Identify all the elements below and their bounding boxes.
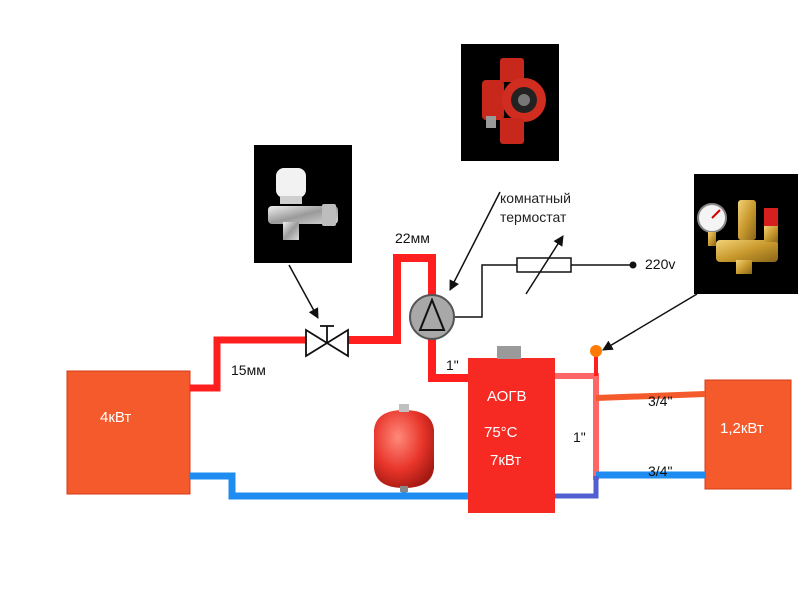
radiator-left [66, 370, 191, 495]
boiler-power-label: 7кВт [490, 452, 522, 469]
valve-arrow [288, 264, 319, 319]
pump-symbol-icon [409, 294, 455, 340]
pipe-1-mid-label: 1" [573, 429, 586, 445]
boiler-temp-label: 75°C [484, 424, 518, 441]
expansion-tank-icon [374, 404, 434, 492]
boiler-name-label: АОГВ [487, 388, 527, 405]
thermostat-label-line1: комнатный [500, 190, 571, 206]
thermostat-label-line2: термостат [500, 209, 567, 225]
valve-symbol-icon [305, 325, 349, 358]
thermostatic-valve-icon [268, 168, 338, 240]
voltage-label: 220v [645, 256, 676, 272]
valve-photo-panel [254, 145, 352, 263]
pipe-1-top-label: 1" [446, 357, 459, 373]
variable-resistor-icon [516, 235, 572, 295]
thermostat-label: комнатный термостат [500, 189, 620, 227]
radiator-left-label: 4кВт [100, 409, 132, 426]
safety-group-photo-panel [694, 174, 798, 294]
pipe-15-label: 15мм [231, 362, 266, 378]
safety-arrow [602, 293, 698, 351]
radiator-right-label: 1,2кВт [720, 420, 764, 437]
circulation-pump-icon [482, 58, 546, 144]
safety-group-connection [590, 345, 602, 357]
thermostat-wiring [455, 264, 633, 318]
power-terminal [629, 261, 637, 269]
right-branch-pipes [555, 356, 706, 499]
safety-group-icon [697, 200, 778, 274]
boiler-flue [497, 346, 521, 359]
hot-supply-pipes [190, 254, 468, 392]
pump-arrow [449, 191, 501, 291]
pump-photo-panel [461, 44, 559, 161]
boiler [468, 358, 555, 513]
pipe-34-bottom-label: 3/4" [648, 463, 673, 479]
pipe-34-top-label: 3/4" [648, 393, 673, 409]
radiator-right [704, 379, 792, 490]
pipe-22-label: 22мм [395, 230, 430, 246]
